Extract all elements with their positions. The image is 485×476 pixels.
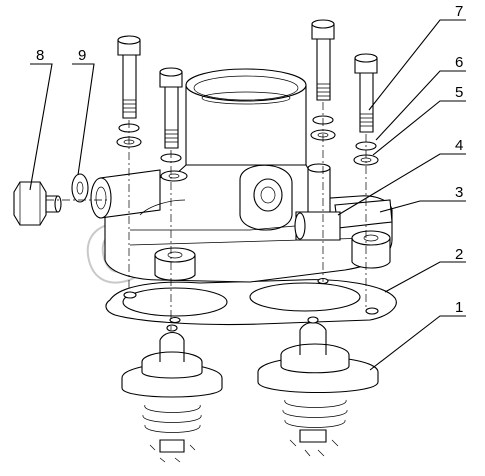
callout-7: 7 xyxy=(455,3,463,20)
callout-8: 8 xyxy=(36,47,44,64)
sealing-washer xyxy=(71,173,89,203)
callout-6: 6 xyxy=(455,54,463,71)
callout-3: 3 xyxy=(455,184,463,201)
bolt-right-2 xyxy=(354,53,378,133)
thermostat-left xyxy=(121,324,223,463)
callout-2: 2 xyxy=(455,246,463,263)
thermostat-housing xyxy=(90,68,393,283)
callout-1: 1 xyxy=(455,299,463,316)
bolt-left-1 xyxy=(117,35,141,119)
small-pipe xyxy=(294,163,341,241)
thermostat-right xyxy=(257,316,379,457)
callout-labels: 1 2 3 4 5 6 7 8 9 xyxy=(36,3,463,316)
leader-lines xyxy=(29,19,466,371)
callout-9: 9 xyxy=(78,47,86,64)
bolt-right-1 xyxy=(311,19,335,101)
callout-5: 5 xyxy=(455,84,463,101)
center-lines xyxy=(46,102,367,330)
callout-4: 4 xyxy=(455,137,463,154)
bolt-left-2 xyxy=(159,67,183,149)
drain-plug xyxy=(13,181,62,226)
gasket xyxy=(105,277,397,326)
